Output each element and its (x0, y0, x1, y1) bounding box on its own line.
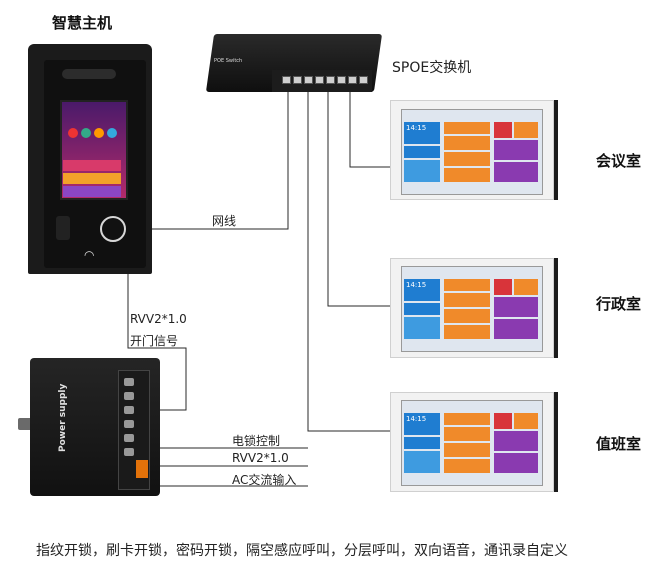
panel-tile (404, 146, 440, 158)
panel-tile (404, 303, 440, 315)
panel-tile (494, 453, 538, 473)
back-icon (94, 128, 104, 138)
panel-tile (404, 437, 440, 449)
ac-terminal (136, 460, 148, 478)
host-floor-row-2 (63, 173, 121, 184)
mail-icon (514, 122, 538, 138)
switch-port (326, 76, 335, 84)
panel-tile (444, 309, 490, 323)
terminal-screw (124, 448, 134, 456)
switch-port (348, 76, 357, 84)
host-floor-row-1 (63, 160, 121, 171)
terminal-screw (124, 420, 134, 428)
feature-list: 指纹开锁，刷卡开锁，密码开锁，隔空感应呼叫，分层呼叫，双向语音，通讯录自定义 (36, 543, 568, 559)
switch-port (304, 76, 313, 84)
switch-brand: POE Switch (214, 58, 243, 64)
weather-tile (404, 160, 440, 182)
room-duty-room: 值班室 (596, 435, 642, 453)
panel-tile (444, 427, 490, 441)
terminal-screw (124, 392, 134, 400)
indoor-monitor-screen: 14:15 (401, 109, 543, 195)
up-arrow-icon (444, 279, 490, 291)
camera-icon (62, 69, 116, 79)
terminal-screw (124, 434, 134, 442)
cable-admin-office (327, 90, 400, 307)
psu-brand: Power supply (58, 383, 68, 452)
panel-tile (444, 136, 490, 150)
mail-icon (514, 413, 538, 429)
panel-tile (444, 152, 490, 166)
indoor-monitor-screen: 14:15 (401, 400, 543, 486)
room-admin-office: 行政室 (596, 295, 642, 313)
up-arrow-icon (444, 413, 490, 425)
weather-tile (404, 451, 440, 473)
panel-tile (494, 162, 538, 182)
signal-cable-spec: RVV2*1.0 (130, 312, 187, 326)
door-signal-cable (127, 272, 187, 411)
down-arrow-icon (444, 325, 490, 339)
panel-tile (494, 319, 538, 339)
panel-tile (494, 413, 512, 429)
switch-port (359, 76, 368, 84)
play-icon (107, 128, 117, 138)
switch-title: SPOE交换机 (392, 60, 472, 76)
cable-duty-room (307, 90, 400, 432)
lock-control-label: 电锁控制 (232, 434, 281, 448)
switch-port (315, 76, 324, 84)
host-title: 智慧主机 (52, 14, 113, 32)
door-signal-label: 开门信号 (130, 334, 179, 348)
panel-tile (444, 293, 490, 307)
power-cable-spec: RVV2*1.0 (232, 451, 289, 465)
indoor-monitor-screen: 14:15 (401, 266, 543, 352)
panel-tile (494, 279, 512, 295)
room-meeting-room: 会议室 (596, 152, 642, 170)
host-screen (60, 100, 128, 200)
up-arrow-icon (444, 122, 490, 134)
panel-tile (494, 431, 538, 451)
psu-mounting-ear (18, 418, 32, 430)
panel-tile (494, 122, 512, 138)
panel-tile (494, 297, 538, 317)
time-tile: 14:15 (404, 279, 440, 301)
wifi-icon: ◠ (84, 248, 95, 262)
panel-tile (494, 140, 538, 160)
network-cable-label: 网线 (212, 214, 237, 228)
terminal-screw (124, 406, 134, 414)
lock-icon (68, 128, 78, 138)
phone-icon (81, 128, 91, 138)
keypad-sensor (56, 216, 70, 240)
switch-port (337, 76, 346, 84)
terminal-screw (124, 378, 134, 386)
fingerprint-sensor-icon (100, 216, 126, 242)
time-tile: 14:15 (404, 413, 440, 435)
network-cable (150, 90, 289, 230)
down-arrow-icon (444, 168, 490, 182)
weather-tile (404, 317, 440, 339)
time-tile: 14:15 (404, 122, 440, 144)
ac-input-label: AC交流输入 (232, 473, 297, 487)
panel-tile (444, 443, 490, 457)
switch-port (282, 76, 291, 84)
down-arrow-icon (444, 459, 490, 473)
host-floor-row-3 (63, 186, 121, 197)
switch-port (293, 76, 302, 84)
mail-icon (514, 279, 538, 295)
cable-meeting-room (349, 90, 400, 168)
